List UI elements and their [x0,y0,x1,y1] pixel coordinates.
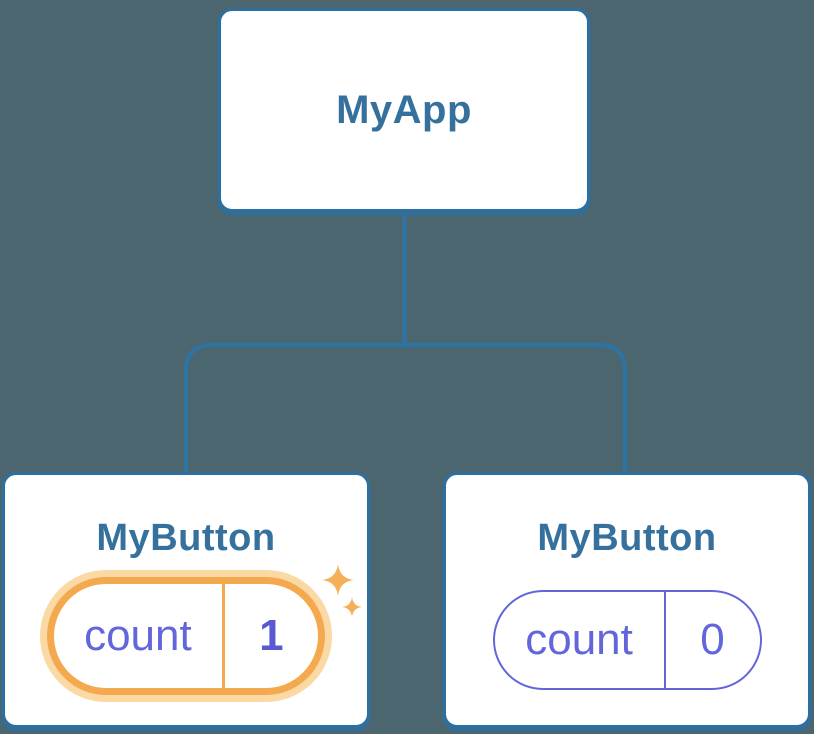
state-value: 0 [700,614,725,664]
sparkle-icon [322,564,354,596]
state-key-label: count [84,610,192,660]
state-key-label: count [525,614,633,664]
root-node-card: MyApp [218,8,590,212]
child-node-label: MyButton [537,517,717,559]
sparkle-icon [342,597,362,617]
child-node-card: MyButton count 0 [443,472,811,728]
pill-divider [663,591,666,688]
state-pill: count 0 [492,589,762,690]
state-value: 1 [259,610,284,660]
child-node-card-updated: MyButton count 1 [2,472,370,728]
child-node-label: MyButton [96,517,276,559]
pill-divider [221,583,225,688]
root-node-label: MyApp [336,88,472,132]
state-pill-highlighted: count 1 [47,576,325,695]
branch-line [184,343,627,474]
